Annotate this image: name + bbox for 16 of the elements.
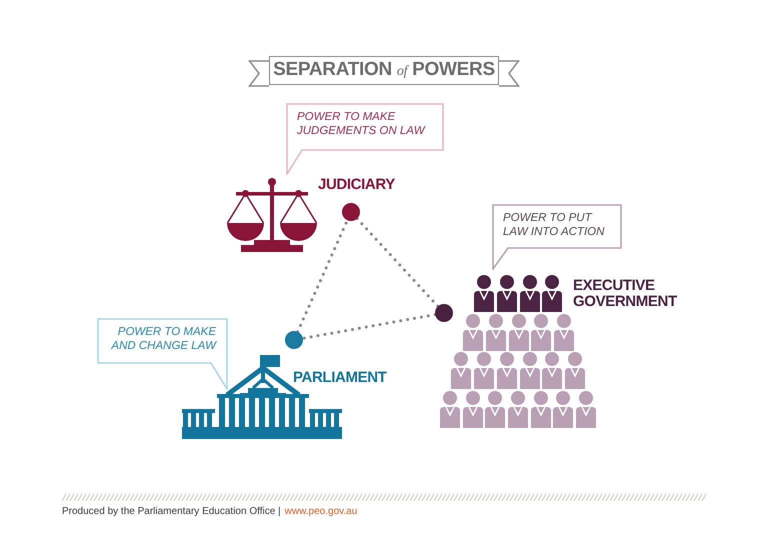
title-text: SEPARATION of POWERS bbox=[269, 56, 499, 85]
branch-name: EXECUTIVE GOVERNMENT bbox=[573, 278, 678, 310]
dotted-connector bbox=[296, 218, 349, 334]
speech-bubble bbox=[286, 103, 444, 175]
website-link: www.peo.gov.au bbox=[284, 505, 358, 518]
dotted-connector bbox=[356, 217, 440, 308]
branch-name: JUDICIARY bbox=[318, 177, 396, 193]
bubble-text: POWER TO MAKE JUDGEMENTS ON LAW bbox=[297, 111, 426, 138]
speech-bubble bbox=[97, 318, 228, 390]
credit-text: Produced by the Parliamentary Education Office | bbox=[62, 505, 281, 518]
bubble-text: POWER TO PUT LAW INTO ACTION bbox=[503, 212, 606, 239]
branch-name: PARLIAMENT bbox=[293, 370, 388, 386]
scales-of-justice-drawing bbox=[224, 176, 320, 254]
bubble-text: POWER TO MAKE AND CHANGE LAW bbox=[110, 326, 216, 353]
speech-bubble bbox=[492, 204, 622, 270]
dotted-connector bbox=[301, 313, 437, 340]
